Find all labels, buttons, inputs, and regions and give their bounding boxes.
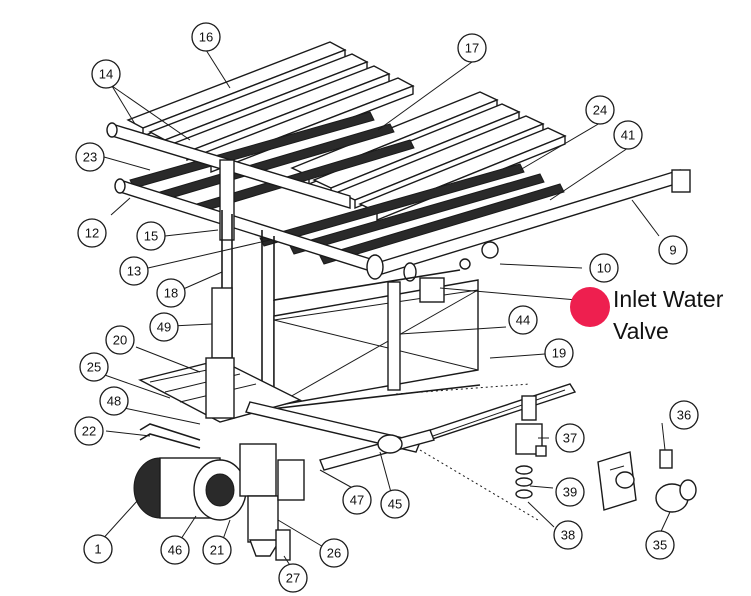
callout-46: 46 bbox=[160, 535, 190, 565]
svg-text:46: 46 bbox=[168, 543, 182, 558]
svg-text:25: 25 bbox=[87, 360, 101, 375]
callout-16: 16 bbox=[191, 22, 221, 52]
callout-39: 39 bbox=[555, 477, 585, 507]
callout-23: 23 bbox=[75, 142, 105, 172]
callout-15: 15 bbox=[136, 221, 166, 251]
cross-pipes bbox=[106, 122, 691, 282]
callout-17: 17 bbox=[457, 33, 487, 63]
inlet-label-line1: Inlet Water bbox=[613, 286, 724, 312]
callout-48: 48 bbox=[99, 386, 129, 416]
svg-text:23: 23 bbox=[83, 150, 97, 165]
callout-10: 1010 bbox=[589, 253, 619, 283]
svg-text:35: 35 bbox=[653, 538, 667, 553]
callout-41: 41 bbox=[613, 120, 643, 150]
svg-text:44: 44 bbox=[516, 313, 530, 328]
callout-21: 21 bbox=[202, 535, 232, 565]
svg-text:16: 16 bbox=[199, 30, 213, 45]
svg-text:15: 15 bbox=[144, 229, 158, 244]
svg-text:9: 9 bbox=[669, 243, 676, 258]
svg-text:22: 22 bbox=[82, 424, 96, 439]
svg-text:36: 36 bbox=[677, 408, 691, 423]
callout-27: 27 bbox=[278, 563, 308, 593]
callout-1: 1 bbox=[83, 534, 113, 564]
svg-text:45: 45 bbox=[388, 497, 402, 512]
callout-45: 45 bbox=[380, 489, 410, 519]
svg-text:47: 47 bbox=[350, 493, 364, 508]
svg-text:49: 49 bbox=[157, 320, 171, 335]
callout-26: 26 bbox=[319, 538, 349, 568]
frame-and-tank bbox=[138, 210, 577, 471]
svg-text:20: 20 bbox=[113, 333, 127, 348]
inlet-water-valve-marker bbox=[570, 287, 610, 327]
svg-text:24: 24 bbox=[593, 103, 607, 118]
svg-text:18: 18 bbox=[164, 286, 178, 301]
svg-text:37: 37 bbox=[563, 431, 577, 446]
callout-9: 9 bbox=[658, 235, 688, 265]
callout-49: 49 bbox=[149, 312, 179, 342]
svg-text:10: 10 bbox=[597, 261, 611, 276]
callout-44: 44 bbox=[508, 305, 538, 335]
callout-22: 22 bbox=[74, 416, 104, 446]
callout-36: 36 bbox=[669, 400, 699, 430]
svg-text:21: 21 bbox=[210, 543, 224, 558]
svg-text:12: 12 bbox=[85, 226, 99, 241]
svg-text:14: 14 bbox=[99, 67, 113, 82]
callout-14: 14 bbox=[91, 59, 121, 89]
callout-47: 47 bbox=[342, 485, 372, 515]
svg-text:48: 48 bbox=[107, 394, 121, 409]
callout-18: 18 bbox=[156, 278, 186, 308]
inlet-water-valve-label: Inlet Water Valve bbox=[613, 283, 723, 347]
inlet-label-line2: Valve bbox=[613, 318, 669, 344]
callout-25: 25 bbox=[79, 352, 109, 382]
callout-35: 35 bbox=[645, 530, 675, 560]
svg-text:26: 26 bbox=[327, 546, 341, 561]
svg-text:39: 39 bbox=[563, 485, 577, 500]
callout-13: 13 bbox=[119, 256, 149, 286]
svg-text:13: 13 bbox=[127, 264, 141, 279]
spray-arm-rows bbox=[129, 111, 565, 265]
pump-assembly bbox=[133, 287, 305, 561]
callout-38: 38 bbox=[553, 520, 583, 550]
svg-text:19: 19 bbox=[552, 346, 566, 361]
svg-text:41: 41 bbox=[621, 128, 635, 143]
callout-20: 20 bbox=[105, 325, 135, 355]
svg-text:38: 38 bbox=[561, 528, 575, 543]
svg-text:27: 27 bbox=[286, 571, 300, 586]
callout-12: 12 bbox=[77, 218, 107, 248]
svg-text:1: 1 bbox=[94, 542, 101, 557]
bracket-and-cap bbox=[597, 449, 697, 513]
callout-37: 37 bbox=[555, 423, 585, 453]
callout-24: 24 bbox=[585, 95, 615, 125]
valve-exploded-parts bbox=[395, 383, 547, 521]
svg-text:17: 17 bbox=[465, 41, 479, 56]
callout-19: 19 bbox=[544, 338, 574, 368]
